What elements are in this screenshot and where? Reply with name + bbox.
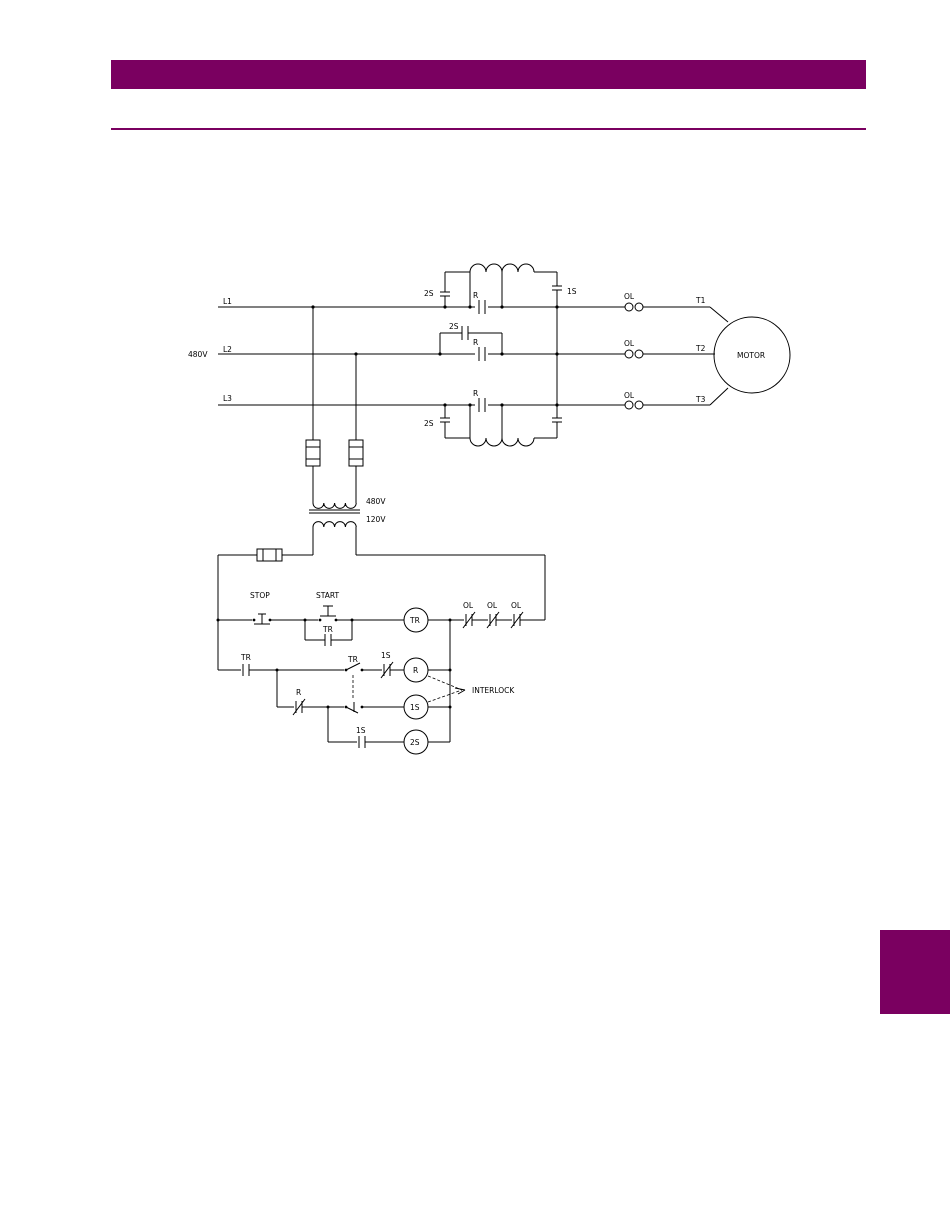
svg-text:1S: 1S bbox=[381, 651, 391, 660]
coil-tr-label: TR bbox=[409, 616, 420, 625]
svg-text:TR: TR bbox=[347, 655, 358, 664]
coil-r-label: R bbox=[413, 666, 418, 675]
control-circuit: STOP START TR TR bbox=[217, 527, 546, 754]
tr-timed-contact: TR bbox=[345, 655, 364, 671]
line-label-l1: L1 bbox=[223, 297, 232, 306]
svg-text:2S: 2S bbox=[424, 419, 434, 428]
terminal-t1: T1 bbox=[695, 296, 706, 305]
primary-fuse-2 bbox=[349, 440, 363, 466]
svg-text:OL: OL bbox=[511, 601, 522, 610]
tr-contact: TR bbox=[240, 653, 251, 676]
supply-voltage-label: 480V bbox=[188, 350, 208, 359]
svg-text:TR: TR bbox=[322, 625, 333, 634]
stop-label: STOP bbox=[250, 591, 270, 600]
transformer-secondary-label: 120V bbox=[366, 515, 386, 524]
contact-r-l2: R bbox=[473, 338, 485, 361]
svg-text:OL: OL bbox=[624, 339, 635, 348]
terminal-t2: T2 bbox=[695, 344, 706, 353]
contact-r-nc: R bbox=[293, 688, 305, 715]
coil-1s-label: 1S bbox=[410, 703, 420, 712]
svg-text:1S: 1S bbox=[356, 726, 366, 735]
svg-text:OL: OL bbox=[624, 292, 635, 301]
svg-text:OL: OL bbox=[487, 601, 498, 610]
svg-text:2S: 2S bbox=[424, 289, 434, 298]
line-label-l2: L2 bbox=[223, 345, 232, 354]
svg-text:OL: OL bbox=[624, 391, 635, 400]
coil-r[interactable]: R bbox=[404, 658, 428, 682]
motor-label: MOTOR bbox=[737, 351, 765, 360]
svg-text:OL: OL bbox=[463, 601, 474, 610]
control-transformer: 480V 120V bbox=[309, 497, 386, 527]
svg-text:2S: 2S bbox=[449, 322, 459, 331]
svg-text:R: R bbox=[296, 688, 301, 697]
svg-text:R: R bbox=[473, 291, 478, 300]
interlock-annotation: INTERLOCK bbox=[428, 676, 515, 702]
tr-timed-contact-2 bbox=[345, 702, 364, 713]
power-circuit: L1 L2 L3 480V R R R bbox=[188, 264, 790, 527]
coil-1s[interactable]: 1S bbox=[404, 695, 428, 719]
control-fuse bbox=[257, 549, 282, 561]
lower-autotransformer-winding: 2S bbox=[424, 405, 562, 446]
coil-tr[interactable]: TR bbox=[404, 608, 428, 632]
line-label-l3: L3 bbox=[223, 394, 232, 403]
stop-pushbutton[interactable]: STOP bbox=[250, 591, 271, 624]
coil-2s-label: 2S bbox=[410, 738, 420, 747]
primary-fuse-1 bbox=[306, 440, 320, 466]
contact-2s-l2: 2S bbox=[440, 322, 502, 354]
contact-r-l3: R bbox=[473, 389, 485, 412]
start-pushbutton[interactable]: START bbox=[316, 591, 340, 621]
contact-r-l1: R bbox=[473, 291, 485, 314]
upper-autotransformer-winding: 2S 1S bbox=[424, 264, 577, 418]
coil-2s[interactable]: 2S bbox=[404, 730, 428, 754]
transformer-primary-label: 480V bbox=[366, 497, 386, 506]
overload-contacts: OL OL OL bbox=[463, 601, 545, 628]
svg-text:R: R bbox=[473, 389, 478, 398]
interlock-label: INTERLOCK bbox=[472, 686, 515, 695]
motor-symbol[interactable]: MOTOR bbox=[710, 307, 790, 405]
terminal-t3: T3 bbox=[695, 395, 706, 404]
svg-text:TR: TR bbox=[240, 653, 251, 662]
tr-seal-in-contact: TR bbox=[305, 620, 352, 646]
svg-text:1S: 1S bbox=[567, 287, 577, 296]
contact-1s-no: 1S bbox=[356, 726, 366, 748]
start-label: START bbox=[316, 591, 340, 600]
svg-text:R: R bbox=[473, 338, 478, 347]
contact-1s-nc: 1S bbox=[381, 651, 393, 678]
